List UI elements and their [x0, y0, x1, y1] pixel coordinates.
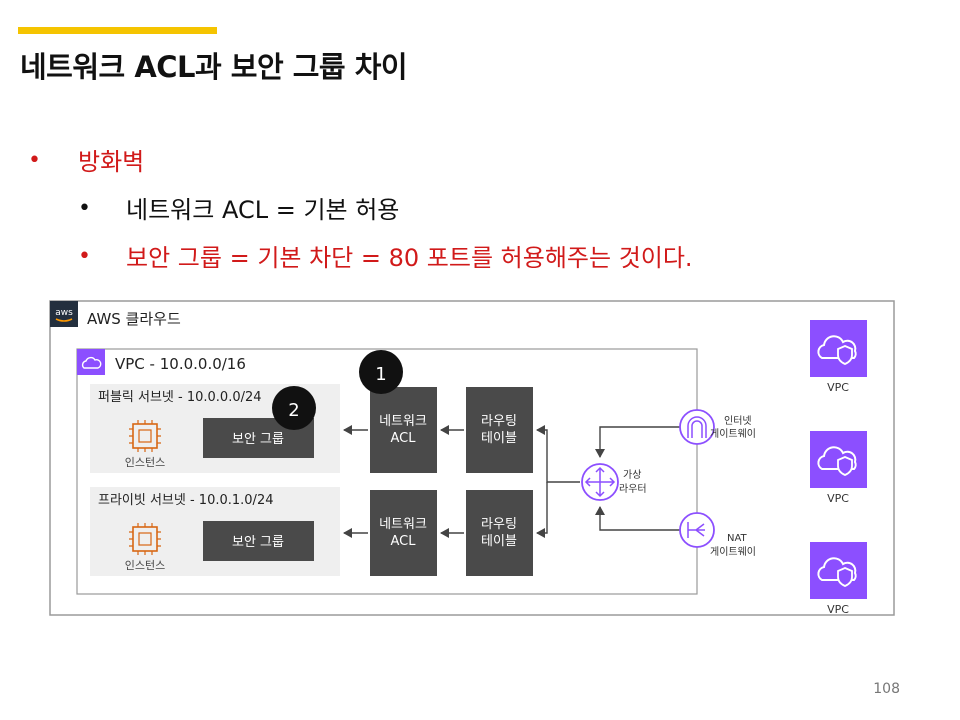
vpc-icon-label: VPC — [827, 381, 849, 394]
vpc-shield-icon — [810, 320, 867, 377]
routing-label-line2: 테이블 — [481, 431, 517, 446]
aws-cloud-label: AWS 클라우드 — [87, 310, 181, 328]
bullet-dot: • — [28, 148, 41, 173]
private-subnet-label: 프라이빗 서브넷 - 10.0.1.0/24 — [98, 493, 273, 508]
bullet-dot: • — [78, 244, 91, 269]
instance-label: 인스턴스 — [125, 456, 165, 469]
routing-label-line1: 라우팅 — [481, 517, 517, 532]
bullet-dot: • — [78, 196, 91, 221]
security-group-label: 보안 그룹 — [232, 535, 284, 550]
flow-arrows — [343, 425, 680, 538]
virtual-router-icon — [581, 463, 619, 501]
page-number: 108 — [873, 681, 900, 697]
igw-label-line2: 게이트웨이 — [710, 428, 756, 440]
router-label-line1: 가상 — [623, 469, 641, 481]
acl-label-line2: ACL — [391, 431, 417, 446]
network-acl-box — [370, 490, 437, 576]
svg-text:aws: aws — [55, 308, 73, 318]
svg-text:2: 2 — [288, 400, 299, 421]
bullet-acl: 네트워크 ACL = 기본 허용 — [126, 196, 400, 224]
slide-title: 네트워크 ACL과 보안 그룹 차이 — [20, 50, 408, 84]
routing-table-box — [466, 387, 533, 473]
igw-label-line1: 인터넷 — [724, 415, 752, 427]
nat-gateway-icon — [679, 512, 715, 548]
public-subnet-label: 퍼블릭 서브넷 - 10.0.0.0/24 — [98, 390, 262, 405]
network-acl-box — [370, 387, 437, 473]
marker-2: 2 — [272, 386, 316, 430]
vpc-icon-label: VPC — [827, 492, 849, 505]
marker-1: 1 — [359, 350, 403, 394]
routing-label-line2: 테이블 — [481, 534, 517, 549]
security-group-box — [203, 521, 314, 561]
acl-label-line2: ACL — [391, 534, 417, 549]
nat-label-line1: NAT — [727, 533, 748, 544]
security-group-label: 보안 그룹 — [232, 432, 284, 447]
bullet-firewall: 방화벽 — [78, 148, 145, 176]
bullet-security-group: 보안 그룹 = 기본 차단 = 80 포트를 허용해주는 것이다. — [126, 244, 693, 272]
vpc-shield-icon — [810, 431, 867, 488]
acl-label-line1: 네트워크 — [379, 517, 427, 532]
chip-icon — [129, 420, 161, 452]
vpc-label: VPC - 10.0.0.0/16 — [115, 355, 246, 373]
nat-label-line2: 게이트웨이 — [710, 546, 756, 558]
routing-table-box — [466, 490, 533, 576]
internet-gateway-icon — [679, 409, 715, 445]
chip-icon — [129, 523, 161, 555]
title-accent-bar — [18, 27, 217, 34]
aws-logo-icon: aws — [50, 301, 78, 327]
instance-label: 인스턴스 — [125, 559, 165, 572]
vpc-shield-icon — [810, 542, 867, 599]
vpc-icon-label: VPC — [827, 603, 849, 616]
routing-label-line1: 라우팅 — [481, 414, 517, 429]
router-label-line2: 라우터 — [619, 483, 647, 495]
vpc-cloud-icon — [77, 349, 105, 375]
svg-text:1: 1 — [375, 364, 386, 385]
acl-label-line1: 네트워크 — [379, 414, 427, 429]
